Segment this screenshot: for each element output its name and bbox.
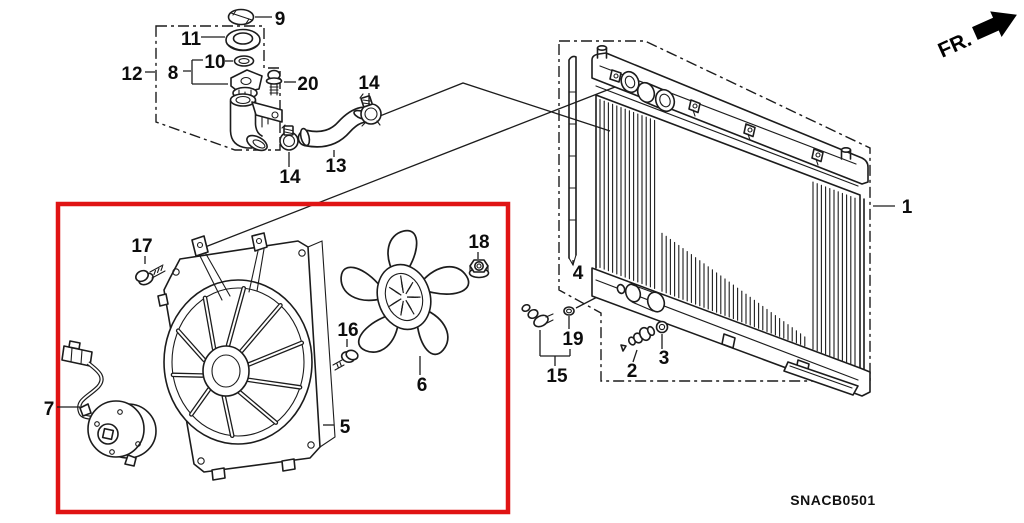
fan-assembly-highlight-box	[55, 201, 511, 515]
hose-clamp-14-left	[279, 124, 299, 151]
part-callout-6: 6	[417, 375, 428, 396]
part-callout-3: 3	[659, 348, 670, 369]
part-callout-2: 2	[627, 361, 638, 382]
filler-neck-pipe	[229, 93, 283, 152]
radiator-dashed-box	[558, 40, 871, 382]
part-callout-20: 20	[297, 74, 318, 95]
bolt-17	[134, 264, 166, 286]
bolt-16	[332, 349, 359, 371]
nut-18	[468, 259, 490, 279]
part-callout-5: 5	[340, 417, 351, 438]
part-callout-1: 1	[902, 197, 913, 218]
tank-clips	[609, 69, 824, 166]
part-callout-11: 11	[181, 29, 202, 50]
part-callout-16: 16	[337, 320, 358, 341]
cooling-fan-6	[340, 229, 470, 356]
part-callout-12: 12	[121, 64, 142, 85]
part-callout-19: 19	[562, 329, 583, 350]
radiator-core	[595, 94, 865, 373]
filler-gasket-11	[225, 28, 261, 52]
fan-assembly-drawing	[61, 229, 490, 481]
group-12-dashed-box	[155, 25, 281, 151]
hose-clamp-14-right	[359, 93, 382, 127]
part-callout-15: 15	[546, 366, 568, 387]
fan-shroud-5	[157, 232, 336, 481]
part-callout-7: 7	[44, 399, 55, 420]
drain-parts	[521, 303, 669, 352]
part-callout-10: 10	[204, 52, 225, 73]
hose-assembly-drawing	[279, 93, 382, 151]
front-direction-indicator: FR.	[935, 11, 1017, 63]
part-callout-13: 13	[325, 156, 346, 177]
callout-leaders	[57, 16, 895, 426]
part-callout-8: 8	[168, 63, 179, 84]
part-callout-14: 14	[358, 73, 380, 94]
bolt-20	[265, 69, 283, 96]
part-callout-17: 17	[131, 236, 152, 257]
diagram-code: SNACB0501	[790, 492, 875, 508]
part-callout-14: 14	[279, 167, 301, 188]
part-callout-4: 4	[573, 263, 584, 284]
front-arrow-icon	[972, 11, 1017, 40]
part-callout-9: 9	[275, 9, 286, 30]
front-direction-label: FR.	[935, 28, 975, 63]
radiator-top-tank	[591, 44, 869, 187]
radiator-bottom-tank	[591, 267, 871, 397]
cap-assembly-drawing	[155, 8, 283, 152]
radiator-cap-9	[227, 8, 255, 26]
part-callout-18: 18	[468, 232, 489, 253]
seal-10	[233, 55, 255, 67]
fan-motor-7	[61, 340, 157, 467]
radiator-drawing	[521, 40, 871, 397]
seal-strip-4	[568, 55, 577, 267]
